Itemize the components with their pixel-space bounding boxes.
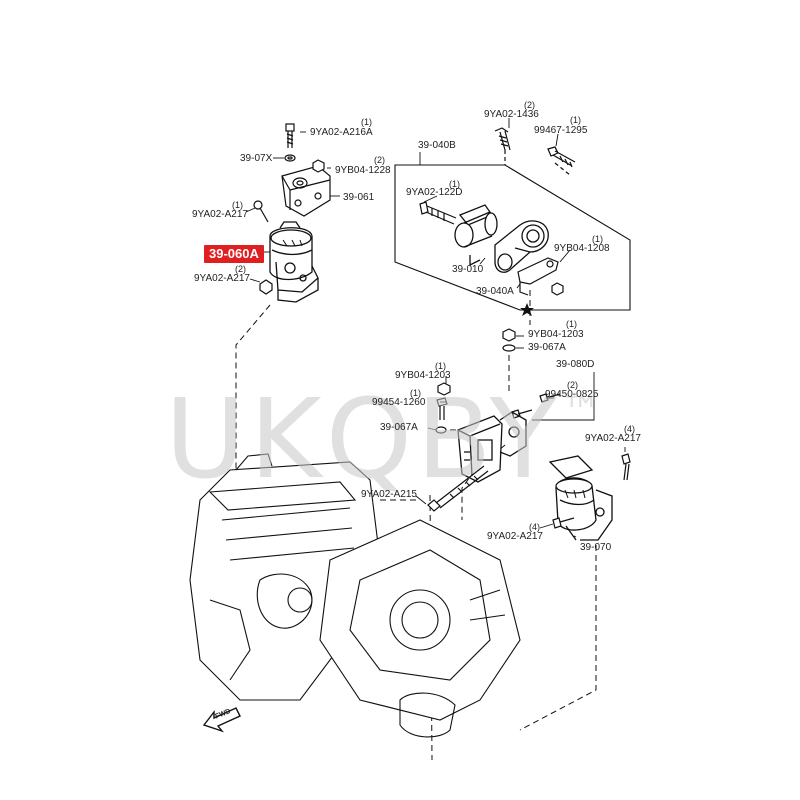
part-code-9ya02-a217-bottom[interactable]: 9YA02-A217 <box>487 531 543 542</box>
qty-c1: (1) <box>361 117 372 127</box>
part-code-9ya02-a217-lower[interactable]: 9YA02-A217 <box>194 273 250 284</box>
part-code-9yb04-1228[interactable]: 9YB04-1228 <box>335 165 391 176</box>
bolt-9ya02-1436 <box>494 127 511 151</box>
bolt-left-upper <box>253 200 269 223</box>
part-code-9ya02-1436[interactable]: 9YA02-1436 <box>484 109 539 120</box>
qty-c19: (2) <box>567 380 578 390</box>
washer-39-07x <box>284 154 296 162</box>
part-code-99450-0825[interactable]: 99450-0825 <box>545 389 599 400</box>
part-code-9yb04-1203-upper[interactable]: 9YB04-1203 <box>528 329 584 340</box>
part-code-99467-1295[interactable]: 99467-1295 <box>534 125 588 136</box>
part-code-39-067a-upper[interactable]: 39-067A <box>528 342 566 353</box>
qty-c11: (1) <box>449 179 460 189</box>
bracket-small <box>517 257 559 296</box>
part-code-39-07x[interactable]: 39-07X <box>240 153 273 164</box>
leader-lines <box>245 118 626 538</box>
mount-39-060a <box>269 221 319 303</box>
part-code-39-040b[interactable]: 39-040B <box>418 140 456 151</box>
part-code-9yb04-1208[interactable]: 9YB04-1208 <box>554 243 610 254</box>
part-code-9yb04-1203-lower[interactable]: 9YB04-1203 <box>395 370 451 381</box>
highlighted-part-39-060a[interactable]: 39-060A <box>204 245 264 263</box>
bolt-9ya02-a215 <box>427 465 489 512</box>
nut-9yb04-1203-a <box>502 328 516 342</box>
qty-c22: (4) <box>624 424 635 434</box>
bracket-39-061 <box>281 165 331 217</box>
qty-c24: (4) <box>529 522 540 532</box>
frame-bolt-lead-2 <box>554 162 571 176</box>
qty-c9: (1) <box>570 115 581 125</box>
qty-c20: (1) <box>410 388 421 398</box>
rod-39-040a <box>494 220 549 273</box>
qty-c17: (1) <box>435 361 446 371</box>
qty-c15: (1) <box>566 319 577 329</box>
bolt-9ya02-122d <box>419 201 457 225</box>
qty-c8: (2) <box>524 100 535 110</box>
bolt-top <box>285 123 295 148</box>
part-code-9ya02-122d[interactable]: 9YA02-122D <box>406 187 463 198</box>
transmission <box>319 519 521 738</box>
part-code-39-080d[interactable]: 39-080D <box>556 359 595 370</box>
bushing-39-010 <box>454 204 498 267</box>
mount-39-070 <box>548 455 613 541</box>
part-code-99454-1260[interactable]: 99454-1260 <box>372 397 426 408</box>
part-code-9ya02-a217-upper[interactable]: 9YA02-A217 <box>192 209 248 220</box>
bolt-9ya02-a217-lower <box>552 517 575 529</box>
part-code-39-040a[interactable]: 39-040A <box>476 286 514 297</box>
bolt-99467-1295 <box>547 146 576 168</box>
fwd-arrow <box>202 707 241 733</box>
qty-c12: (1) <box>592 234 603 244</box>
bolt-9ya02-a217-right <box>621 453 631 481</box>
qty-c3: (2) <box>374 155 385 165</box>
part-code-39-067a-lower[interactable]: 39-067A <box>380 422 418 433</box>
qty-c5: (1) <box>232 200 243 210</box>
part-code-9ya02-a215[interactable]: 9YA02-A215 <box>361 489 417 500</box>
part-code-39-010[interactable]: 39-010 <box>452 264 484 275</box>
part-code-9ya02-a216a[interactable]: 9YA02-A216A <box>310 127 373 138</box>
watermark: UKQBY™ <box>165 375 605 503</box>
bolt-left-lower <box>259 279 273 295</box>
nut-top <box>312 159 325 173</box>
part-code-39-061[interactable]: 39-061 <box>343 192 375 203</box>
star-mark <box>520 303 534 316</box>
qty-c7: (2) <box>235 264 246 274</box>
washer-39-067a-a <box>502 344 516 352</box>
bolts-99450-0825 <box>511 393 561 419</box>
bracket-39-080d <box>457 411 527 483</box>
nut-9yb04-1208 <box>551 282 564 296</box>
part-code-9ya02-a217-right[interactable]: 9YA02-A217 <box>585 433 641 444</box>
nut-9yb04-1203-b <box>437 382 451 396</box>
part-code-39-070[interactable]: 39-070 <box>580 542 612 553</box>
